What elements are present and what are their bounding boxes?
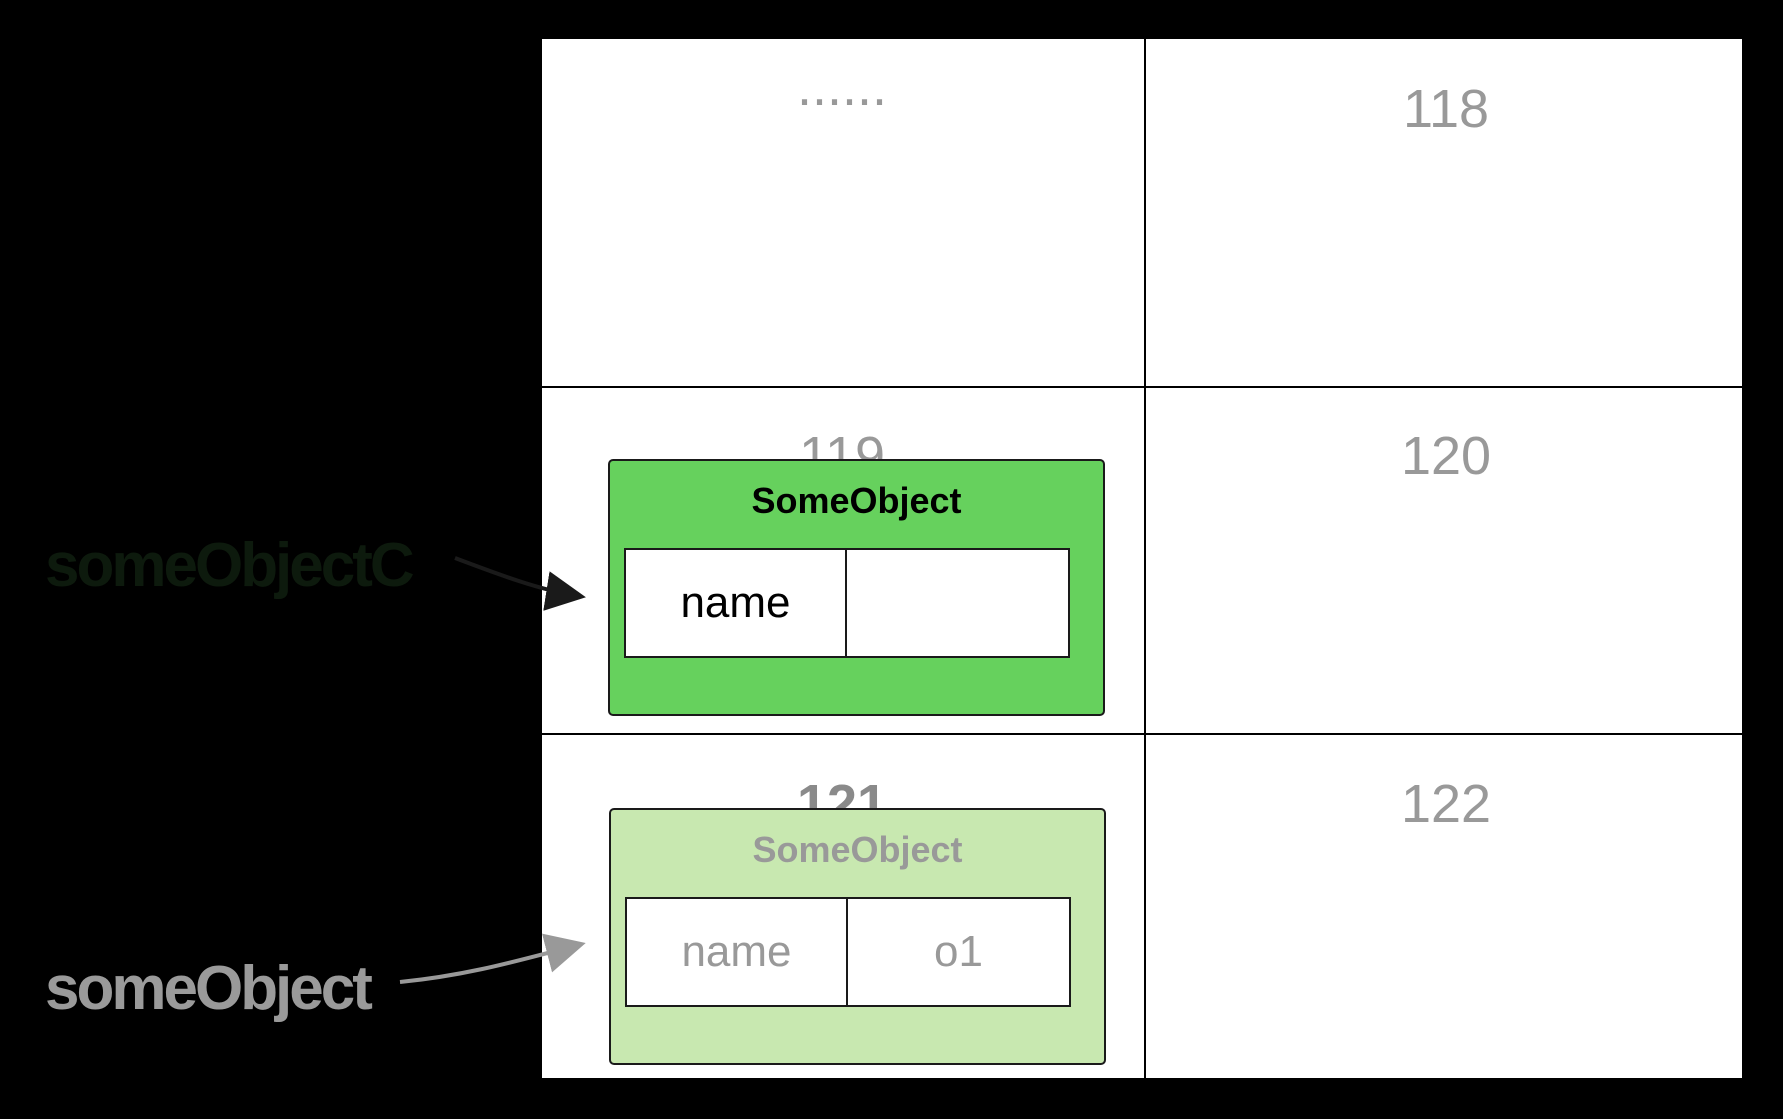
object-title: SomeObject bbox=[752, 829, 963, 870]
object-field-row: name bbox=[624, 548, 1070, 658]
variable-label-active: someObjectC bbox=[45, 531, 415, 600]
grid-column-divider bbox=[1144, 39, 1146, 1078]
some-object-box-active: SomeObject name bbox=[608, 459, 1105, 716]
field-name-cell: name bbox=[627, 899, 848, 1005]
some-object-box-faded: SomeObject name o1 bbox=[609, 808, 1106, 1065]
cell-label-118: 118 bbox=[1402, 79, 1490, 139]
cell-label-ellipsis: ...... bbox=[796, 57, 888, 117]
grid-row-divider-2 bbox=[542, 733, 1742, 735]
object-field-row: name o1 bbox=[625, 897, 1071, 1007]
cell-label-120: 120 bbox=[1400, 426, 1492, 486]
object-title: SomeObject bbox=[751, 480, 962, 521]
pointer-arrow-faded bbox=[399, 933, 586, 984]
memory-grid: ...... 118 119 120 121 122 SomeObject na… bbox=[540, 37, 1744, 1080]
cell-label-122: 122 bbox=[1400, 774, 1492, 834]
grid-row-divider-1 bbox=[542, 386, 1742, 388]
field-value-cell: o1 bbox=[934, 927, 983, 976]
field-name-cell: name bbox=[626, 550, 847, 656]
variable-label-faded: someObject bbox=[45, 954, 373, 1023]
pointer-arrow-active bbox=[454, 556, 586, 611]
